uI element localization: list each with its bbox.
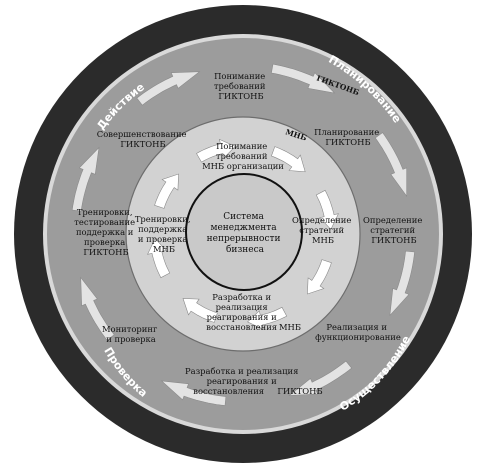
inner-arrow-5	[182, 298, 218, 323]
inner-cycle-arrows	[147, 138, 339, 330]
inner-arrow-6	[147, 238, 171, 279]
inner-step-strategies: Определение стратегий МНБ	[292, 215, 354, 245]
outer-arrow-1	[271, 63, 336, 94]
inner-step-exercising: Тренировки, поддержка и проверка МНБ	[135, 214, 193, 254]
outer-step-implementation: Реализация и функционирование	[315, 322, 401, 342]
outer-arrow-7	[71, 146, 100, 212]
outer-arrow-5	[160, 380, 227, 406]
outer-step-planning: Планирование ГИКТОНБ	[314, 127, 382, 147]
inner-arrow-8	[196, 138, 236, 163]
inner-arrow-1	[271, 146, 306, 173]
outer-step-improvement: Совершенствование ГИКТОНБ	[97, 129, 189, 149]
inner-step-understand-requirements: Понимание требований МНБ организации	[202, 141, 284, 171]
inner-ring-border	[125, 116, 361, 352]
outer-step-understand-requirements: Понимание требований ГИКТОНБ	[214, 71, 268, 101]
inner-arrow-3	[307, 259, 332, 295]
inner-arrow-7	[154, 173, 179, 209]
inner-arrow-2	[315, 189, 339, 230]
outer-step-exercising: Тренировки, тестирование поддержка и про…	[74, 207, 137, 257]
center-title: Система менеджмента непрерывности бизнес…	[207, 212, 284, 255]
outer-arrow-4	[288, 360, 353, 396]
outer-arrow-8	[136, 71, 201, 106]
outer-arrow-6	[80, 276, 115, 341]
inner-step-response-recovery: Разработка и реализация реагирования и в…	[206, 292, 301, 332]
outer-arrow-2	[374, 132, 407, 198]
outer-arrow-3	[389, 250, 415, 317]
outer-step-monitoring: Мониторинг и проверка	[102, 324, 160, 344]
outer-step-response-recovery: Разработка и реализация реагирования и в…	[185, 366, 323, 396]
inner-arrow-4	[247, 306, 288, 330]
outer-step-strategies: Определение стратегий ГИКТОНБ	[363, 215, 425, 245]
center-circle	[185, 173, 303, 291]
outer-cycle-arrows	[71, 63, 415, 406]
